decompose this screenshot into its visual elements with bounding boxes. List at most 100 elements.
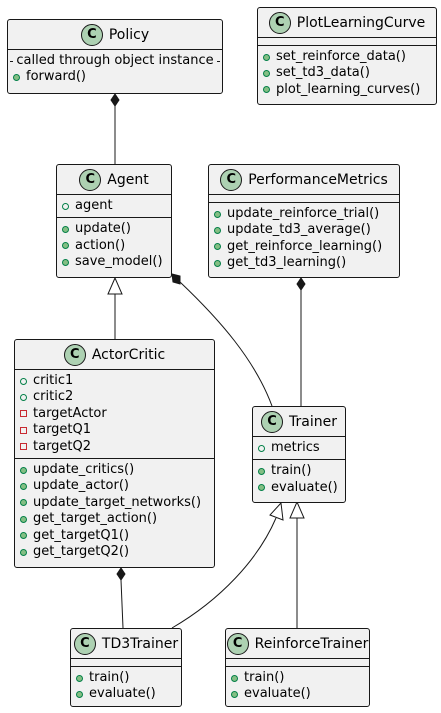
class-header: C TD3Trainer [71,629,181,658]
methods-compartment: update_critics() update_actor() update_t… [15,457,214,563]
public-method-icon [20,483,27,491]
edge-actorcritic-td3 [120,579,124,629]
composition-diamond-agent [171,273,181,285]
fields-compartment [258,37,436,45]
public-method-icon [20,499,27,507]
class-plot-learning-curve[interactable]: C PlotLearningCurve set_reinforce_data()… [257,7,437,105]
class-badge-icon: C [268,11,291,34]
public-method-icon [20,532,27,540]
inheritance-arrow-td3 [269,501,284,521]
method-item: update_actor() [20,478,209,494]
method-item: save_model() [62,254,166,270]
class-badge-icon: C [63,343,86,366]
class-badge-icon: C [220,168,243,191]
class-name: PerformanceMetrics [248,171,388,188]
private-field-icon [20,426,27,434]
public-method-icon [263,86,270,94]
method-item: get_target_action() [20,511,209,527]
private-field-icon [20,443,27,451]
class-badge-icon: C [261,410,284,433]
methods-compartment: train() evaluate() [71,666,181,706]
class-badge-icon: C [80,23,103,46]
class-header: C ReinforceTrainer [226,629,369,658]
note-text: called through object instance [16,53,214,68]
edge-agent-trainer [179,281,273,407]
public-method-icon [263,53,270,61]
class-reinforce-trainer[interactable]: C ReinforceTrainer train() evaluate() [225,628,370,707]
class-header: C Policy [8,20,222,49]
class-badge-icon: C [226,632,249,655]
public-method-icon [76,674,83,682]
field-item: agent [62,198,166,214]
public-method-icon [258,484,265,492]
public-method-icon [20,515,27,523]
class-name: Policy [108,26,150,43]
method-item: train() [258,463,340,479]
field-item: critic2 [20,389,209,405]
public-method-icon [231,674,238,682]
public-method-icon [214,227,221,235]
public-method-icon [263,70,270,78]
method-item: train() [231,670,364,686]
public-field-icon [258,444,265,452]
composition-diamond-policy [110,93,120,107]
composition-diamond-actorcritic [116,567,126,581]
method-item: evaluate() [258,480,340,496]
fields-compartment [209,194,399,202]
public-method-icon [214,243,221,251]
methods-compartment: update_reinforce_trial() update_td3_aver… [209,202,399,275]
class-name: PlotLearningCurve [296,14,426,31]
inheritance-arrow-agent [107,276,123,295]
method-item: action() [62,238,166,254]
public-method-icon [231,691,238,699]
public-method-icon [20,466,27,474]
public-method-icon [62,242,69,250]
method-item: set_td3_data() [263,65,431,81]
field-item: targetQ2 [20,439,209,455]
public-method-icon [62,258,69,266]
class-actor-critic[interactable]: C ActorCritic critic1 critic2 targetActo… [14,339,215,568]
fields-compartment: agent [57,194,171,217]
method-item: evaluate() [231,686,364,702]
methods-compartment: train() evaluate() [253,459,345,499]
method-item: update() [62,221,166,237]
method-item: update_reinforce_trial() [214,206,394,222]
field-item: critic1 [20,373,209,389]
class-td3-trainer[interactable]: C TD3Trainer train() evaluate() [70,628,182,707]
class-header: C ActorCritic [15,340,214,369]
public-method-icon [258,468,265,476]
method-item: plot_learning_curves() [263,82,431,98]
class-agent[interactable]: C Agent agent update() action() save_mod… [56,164,172,278]
public-field-icon [20,377,27,385]
fields-compartment: critic1 critic2 targetActor targetQ1 tar… [15,369,214,458]
class-name: Agent [107,171,149,188]
method-item: get_td3_learning() [214,255,394,271]
field-item: targetQ1 [20,422,209,438]
method-item: set_reinforce_data() [263,49,431,65]
class-header: C Agent [57,165,171,194]
methods-compartment: update() action() save_model() [57,217,171,273]
methods-compartment: set_reinforce_data() set_td3_data() plot… [258,45,436,101]
class-trainer[interactable]: C Trainer metrics train() evaluate() [252,406,346,503]
field-item: metrics [258,440,340,456]
method-item: get_reinforce_learning() [214,239,394,255]
class-header: C PlotLearningCurve [258,8,436,37]
method-item: get_targetQ2() [20,544,209,560]
method-item: forward() [10,69,220,85]
public-method-icon [214,210,221,218]
public-method-icon [62,226,69,234]
class-performance-metrics[interactable]: C PerformanceMetrics update_reinforce_tr… [208,164,400,278]
class-policy[interactable]: C Policy called through object instance … [7,19,223,94]
inheritance-arrow-reinforce [289,500,305,519]
method-item: evaluate() [76,686,176,702]
class-badge-icon: C [73,632,96,655]
public-method-icon [76,691,83,699]
field-item: targetActor [20,406,209,422]
method-item: train() [76,670,176,686]
method-item: update_td3_average() [214,222,394,238]
method-item: get_targetQ1() [20,528,209,544]
class-name: ActorCritic [91,346,166,363]
class-header: C Trainer [253,407,345,436]
class-name: TD3Trainer [101,635,179,652]
